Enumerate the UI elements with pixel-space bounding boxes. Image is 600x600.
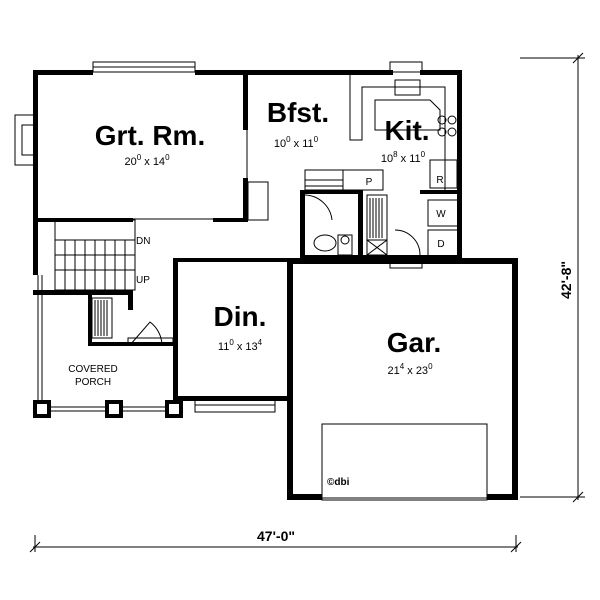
dining-dim: 110 x 134 bbox=[218, 338, 263, 353]
dining-name: Din. bbox=[214, 301, 267, 332]
pantry-label: P bbox=[366, 177, 373, 188]
stair-treads bbox=[55, 240, 135, 290]
breakfast-name: Bfst. bbox=[267, 97, 329, 128]
porch-label-line1: COVERED bbox=[68, 364, 117, 375]
closet-hatch bbox=[369, 198, 383, 238]
great-room-dim: 200 x 140 bbox=[124, 153, 170, 168]
refrigerator-label: R bbox=[436, 175, 443, 186]
exterior-walls bbox=[14, 61, 518, 501]
stair-up-label: UP bbox=[136, 275, 150, 286]
copyright-label: ©dbi bbox=[327, 477, 350, 488]
kitchen-dim: 108 x 110 bbox=[381, 150, 426, 165]
porch-label-line2: PORCH bbox=[75, 377, 111, 388]
washer-label: W bbox=[436, 209, 446, 220]
dryer-label: D bbox=[437, 239, 444, 250]
dimension-lines bbox=[29, 52, 585, 553]
stair-down-label: DN bbox=[136, 236, 150, 247]
closet-hatch-2 bbox=[94, 300, 108, 336]
kitchen-name: Kit. bbox=[384, 115, 429, 146]
garage-dim: 214 x 230 bbox=[387, 362, 433, 377]
overall-width-label: 47'-0" bbox=[257, 528, 295, 544]
overall-depth-label: 42'-8" bbox=[558, 261, 574, 299]
breakfast-dim: 100 x 110 bbox=[274, 135, 319, 150]
great-room-name: Grt. Rm. bbox=[95, 120, 205, 151]
garage-name: Gar. bbox=[387, 327, 441, 358]
